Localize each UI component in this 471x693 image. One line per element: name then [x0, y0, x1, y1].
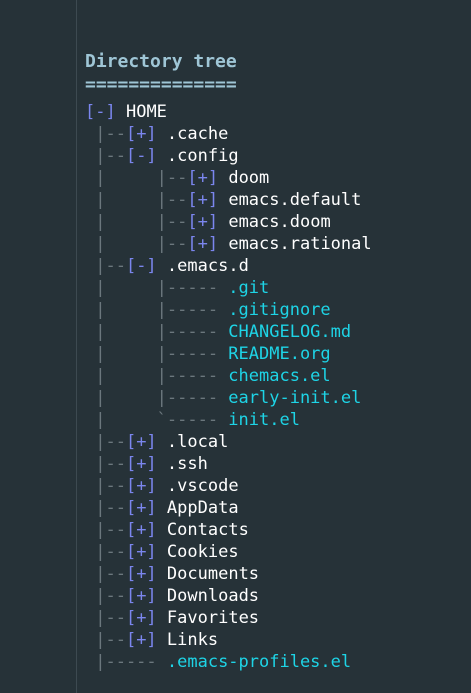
tree-dir-row[interactable]: |--[+] Favorites [85, 607, 372, 629]
directory-name: Contacts [166, 520, 249, 540]
tree-guide-lines: |-- [85, 498, 126, 518]
tree-dir-row[interactable]: |--[+] Cookies [85, 541, 372, 563]
tree-guide-lines: | |----- [85, 366, 229, 386]
collapse-toggle[interactable]: [-] [125, 146, 157, 166]
tree-dir-row[interactable]: | |--[+] emacs.rational [85, 233, 372, 255]
tree-file-row[interactable]: | |----- CHANGELOG.md [85, 321, 372, 343]
directory-name: .local [166, 432, 229, 452]
tree-dir-row[interactable]: |--[+] AppData [85, 497, 372, 519]
directory-name: Downloads [166, 586, 260, 606]
tree-file-row[interactable]: | |----- chemacs.el [85, 365, 372, 387]
directory-name: AppData [166, 498, 239, 518]
tree-dir-row[interactable]: |--[+] .local [85, 431, 372, 453]
directory-name: .cache [166, 124, 229, 144]
tree-dir-row[interactable]: |--[+] Downloads [85, 585, 372, 607]
directory-name: Cookies [166, 542, 239, 562]
collapse-toggle[interactable]: [-] [85, 102, 116, 122]
directory-tree: [-] HOME |--[+] .cache |--[-] .config | … [85, 101, 372, 673]
tree-dir-row[interactable]: |--[-] .config [85, 145, 372, 167]
tree-guide-lines: |-- [85, 146, 126, 166]
title-underline: ============== [85, 74, 237, 95]
directory-name: .config [166, 146, 239, 166]
tree-guide-lines: | |----- [85, 388, 229, 408]
directory-name: doom [228, 168, 270, 188]
file-link[interactable]: early-init.el [228, 388, 362, 408]
tree-dir-row[interactable]: |--[+] .ssh [85, 453, 372, 475]
tree-guide-lines: |-- [85, 608, 126, 628]
expand-toggle[interactable]: [+] [187, 168, 219, 188]
directory-name: .emacs.d [166, 256, 249, 276]
file-link[interactable]: .git [228, 278, 270, 298]
file-link[interactable]: chemacs.el [228, 366, 331, 386]
tree-guide-lines: |-- [85, 124, 126, 144]
tree-guide-lines: | |----- [85, 300, 229, 320]
expand-toggle[interactable]: [+] [125, 608, 157, 628]
file-link[interactable]: .gitignore [228, 300, 331, 320]
tree-dir-row[interactable]: |--[+] .cache [85, 123, 372, 145]
tree-dir-row[interactable]: |--[+] .vscode [85, 475, 372, 497]
tree-dir-row[interactable]: |--[-] .emacs.d [85, 255, 372, 277]
tree-guide-lines: |-- [85, 520, 126, 540]
expand-toggle[interactable]: [+] [125, 564, 157, 584]
tree-dir-row[interactable]: [-] HOME [85, 101, 372, 123]
page-title: Directory tree [85, 51, 237, 72]
tree-guide-lines: | |-- [85, 190, 188, 210]
directory-name: Links [166, 630, 219, 650]
tree-dir-row[interactable]: |--[+] Documents [85, 563, 372, 585]
expand-toggle[interactable]: [+] [125, 542, 157, 562]
tree-file-row[interactable]: | |----- .git [85, 277, 372, 299]
collapse-toggle[interactable]: [-] [125, 256, 157, 276]
tree-dir-row[interactable]: |--[+] Contacts [85, 519, 372, 541]
tree-file-row[interactable]: | |----- README.org [85, 343, 372, 365]
expand-toggle[interactable]: [+] [125, 432, 157, 452]
directory-name: .vscode [166, 476, 239, 496]
expand-toggle[interactable]: [+] [187, 190, 219, 210]
tree-guide-lines: | |----- [85, 278, 229, 298]
tree-guide-lines: | |-- [85, 234, 188, 254]
tree-file-row[interactable]: |----- .emacs-profiles.el [85, 651, 372, 673]
directory-name: Documents [166, 564, 260, 584]
file-link[interactable]: CHANGELOG.md [228, 322, 352, 342]
expand-toggle[interactable]: [+] [125, 498, 157, 518]
directory-name: HOME [125, 102, 167, 122]
expand-toggle[interactable]: [+] [125, 630, 157, 650]
directory-name: emacs.rational [228, 234, 372, 254]
tree-guide-lines: |-- [85, 630, 126, 650]
tree-guide-lines: | |----- [85, 344, 229, 364]
tree-guide-lines: |-- [85, 564, 126, 584]
tree-guide-lines: | |----- [85, 322, 229, 342]
tree-guide-lines: | |-- [85, 168, 188, 188]
directory-name: .ssh [166, 454, 208, 474]
tree-dir-row[interactable]: |--[+] Links [85, 629, 372, 651]
tree-file-row[interactable]: | |----- early-init.el [85, 387, 372, 409]
directory-name: emacs.default [228, 190, 362, 210]
expand-toggle[interactable]: [+] [125, 454, 157, 474]
tree-guide-lines: |----- [85, 652, 167, 672]
tree-guide-lines: |-- [85, 432, 126, 452]
tree-dir-row[interactable]: | |--[+] doom [85, 167, 372, 189]
file-link[interactable]: README.org [228, 344, 331, 364]
expand-toggle[interactable]: [+] [187, 234, 219, 254]
tree-file-row[interactable]: | |----- .gitignore [85, 299, 372, 321]
file-link[interactable]: .emacs-profiles.el [166, 652, 352, 672]
expand-toggle[interactable]: [+] [125, 586, 157, 606]
directory-name: Favorites [166, 608, 260, 628]
gutter-divider [76, 0, 77, 693]
tree-dir-row[interactable]: | |--[+] emacs.doom [85, 211, 372, 233]
tree-guide-lines: | `----- [85, 410, 229, 430]
expand-toggle[interactable]: [+] [125, 476, 157, 496]
expand-toggle[interactable]: [+] [125, 520, 157, 540]
file-link[interactable]: init.el [228, 410, 300, 430]
tree-guide-lines: |-- [85, 542, 126, 562]
tree-guide-lines: |-- [85, 454, 126, 474]
tree-file-row[interactable]: | `----- init.el [85, 409, 372, 431]
directory-name: emacs.doom [228, 212, 331, 232]
tree-guide-lines: | |-- [85, 212, 188, 232]
tree-guide-lines: |-- [85, 256, 126, 276]
tree-guide-lines: |-- [85, 476, 126, 496]
expand-toggle[interactable]: [+] [187, 212, 219, 232]
expand-toggle[interactable]: [+] [125, 124, 157, 144]
tree-dir-row[interactable]: | |--[+] emacs.default [85, 189, 372, 211]
tree-guide-lines: |-- [85, 586, 126, 606]
